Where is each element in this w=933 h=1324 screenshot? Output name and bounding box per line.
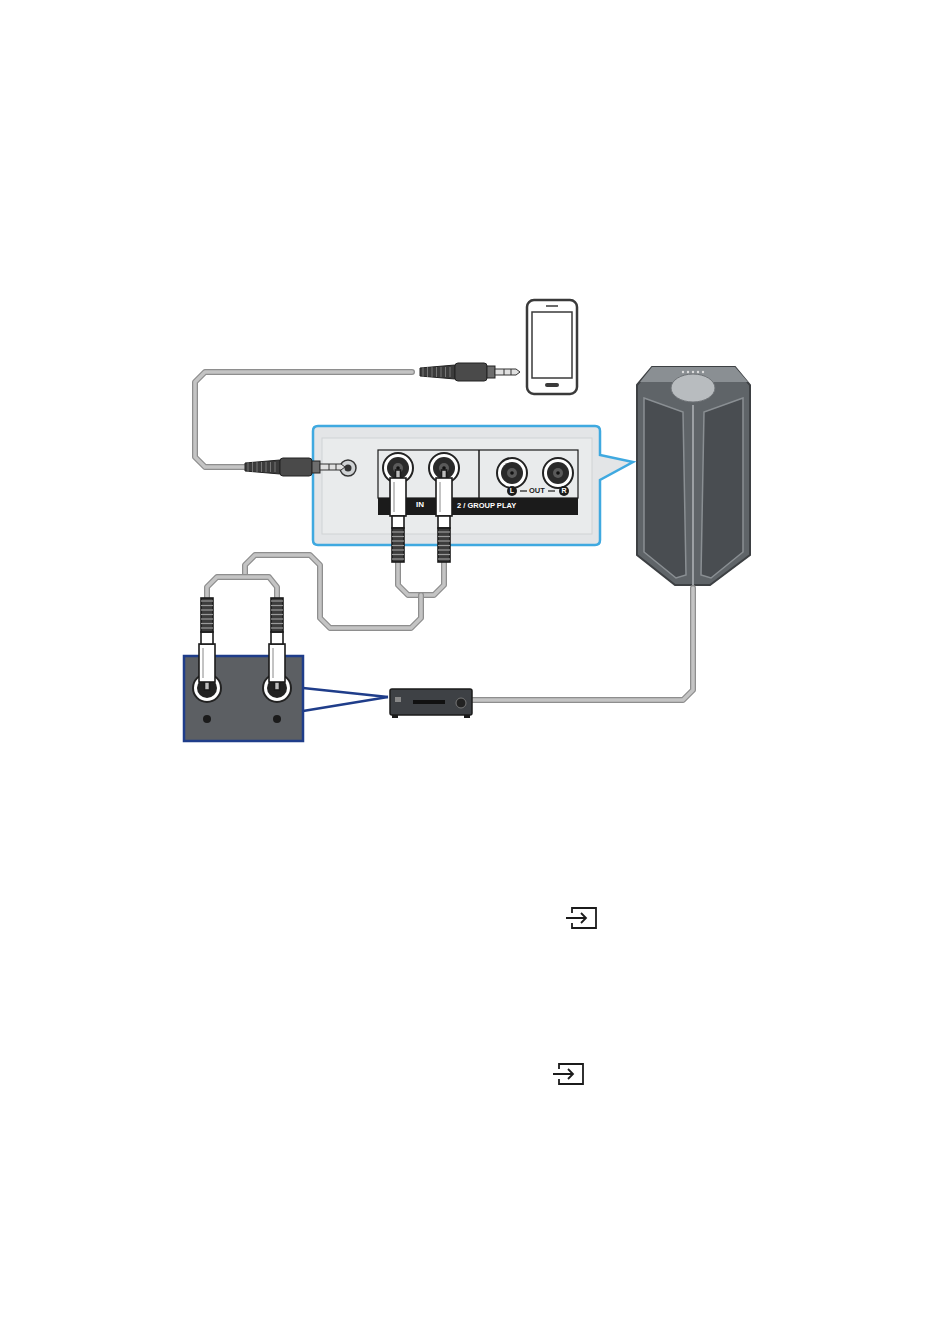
speaker-cable xyxy=(470,588,693,700)
rca-cable xyxy=(398,560,444,595)
panel-label: OUT xyxy=(529,487,545,495)
rca-plug xyxy=(390,470,406,562)
channel-mark: R xyxy=(559,486,569,496)
source-icon xyxy=(566,908,596,928)
video-player xyxy=(390,689,472,718)
rca-plug xyxy=(269,598,285,690)
rca-plug xyxy=(436,470,452,562)
aux-plug xyxy=(245,458,345,476)
speaker xyxy=(637,367,750,585)
panel-label: IN xyxy=(416,501,424,509)
channel-mark: L xyxy=(507,486,517,496)
smartphone xyxy=(527,300,577,394)
source-icon xyxy=(553,1064,583,1084)
rca-cable xyxy=(207,577,277,600)
rear-panel-callout xyxy=(313,426,633,545)
aux-plug xyxy=(420,363,520,381)
rca-plug xyxy=(199,598,215,690)
panel-label: 2 / GROUP PLAY xyxy=(457,502,516,510)
panel-callout: IN 2 / GROUP PLAY L OUT R xyxy=(313,426,600,545)
